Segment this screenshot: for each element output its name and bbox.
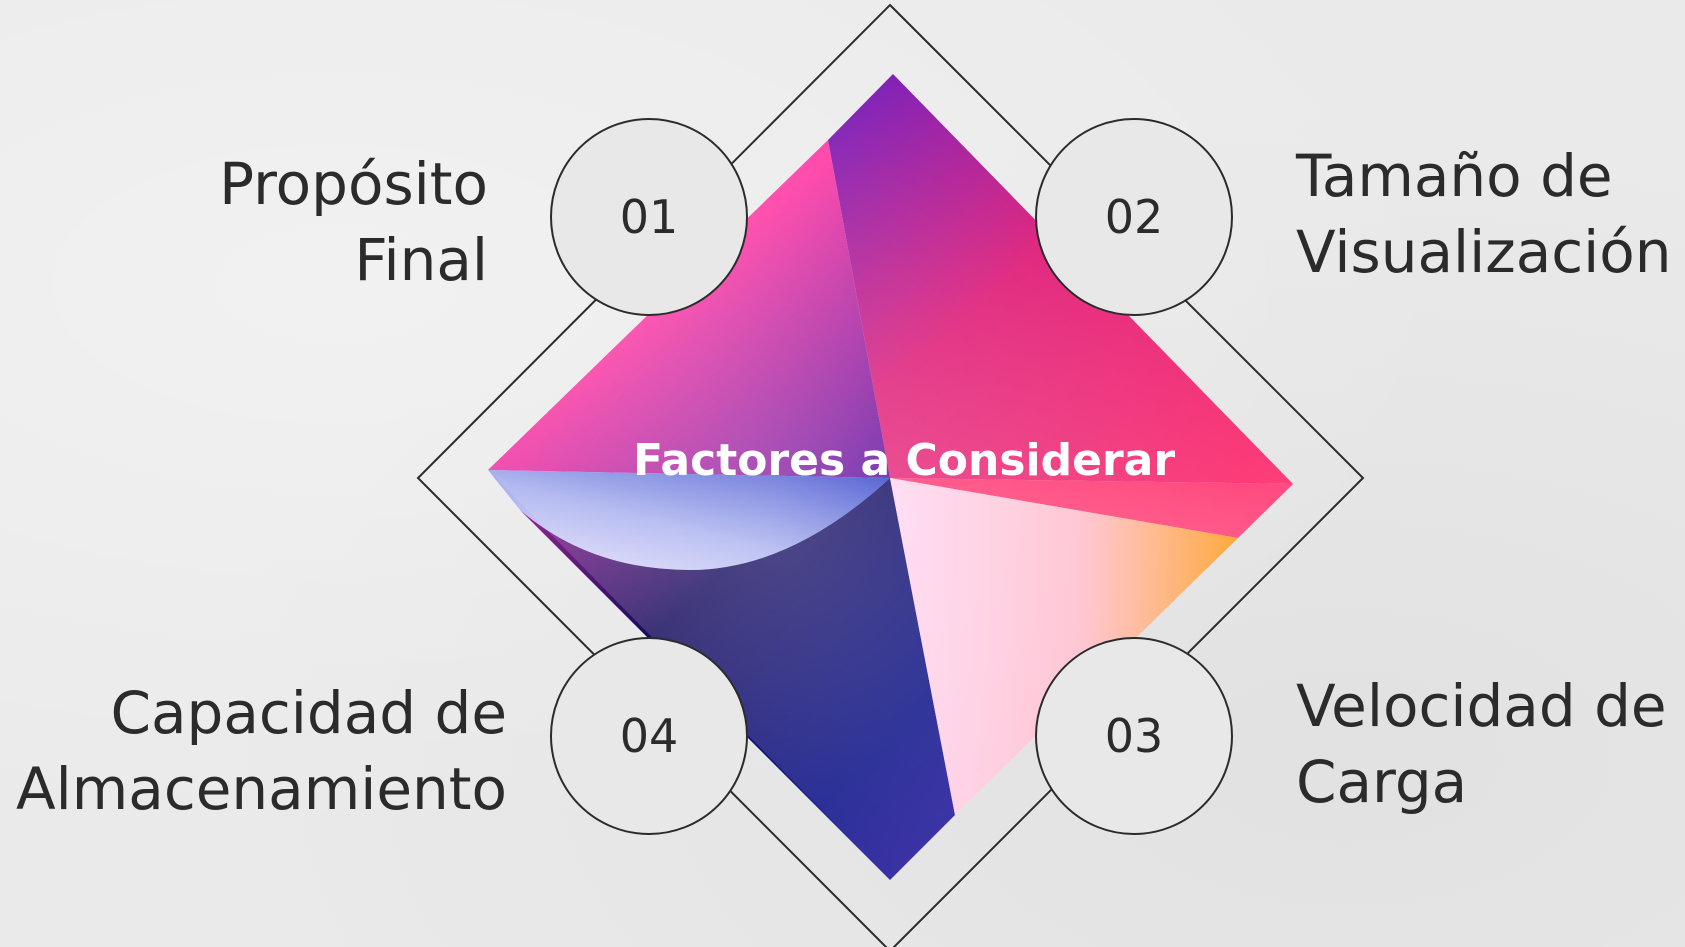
factor-label-02-line2: Visualización — [1296, 218, 1672, 286]
factor-circle-02: 02 — [1035, 118, 1233, 316]
factor-label-01-line2: Final — [354, 226, 488, 294]
factor-label-04: Capacidad de Almacenamiento — [16, 675, 507, 827]
factor-circle-04: 04 — [550, 637, 748, 835]
outer-diamond-outline — [416, 3, 1365, 947]
factor-label-01: Propósito Final — [219, 146, 488, 298]
factor-label-01-line1: Propósito — [219, 150, 488, 218]
factor-label-04-line2: Almacenamiento — [16, 755, 507, 823]
factor-number-04: 04 — [620, 709, 679, 763]
factor-label-02-line1: Tamaño de — [1296, 142, 1613, 210]
center-title: Factores a Considerar — [633, 435, 1175, 486]
factor-label-02: Tamaño de Visualización — [1296, 138, 1672, 290]
factor-label-04-line1: Capacidad de — [110, 679, 507, 747]
factor-number-03: 03 — [1105, 709, 1164, 763]
factor-number-02: 02 — [1105, 190, 1164, 244]
factor-label-03: Velocidad de Carga — [1296, 668, 1667, 820]
factor-label-03-line1: Velocidad de — [1296, 672, 1667, 740]
factor-label-03-line2: Carga — [1296, 748, 1468, 816]
factor-circle-03: 03 — [1035, 637, 1233, 835]
factor-circle-01: 01 — [550, 118, 748, 316]
factor-number-01: 01 — [620, 190, 679, 244]
